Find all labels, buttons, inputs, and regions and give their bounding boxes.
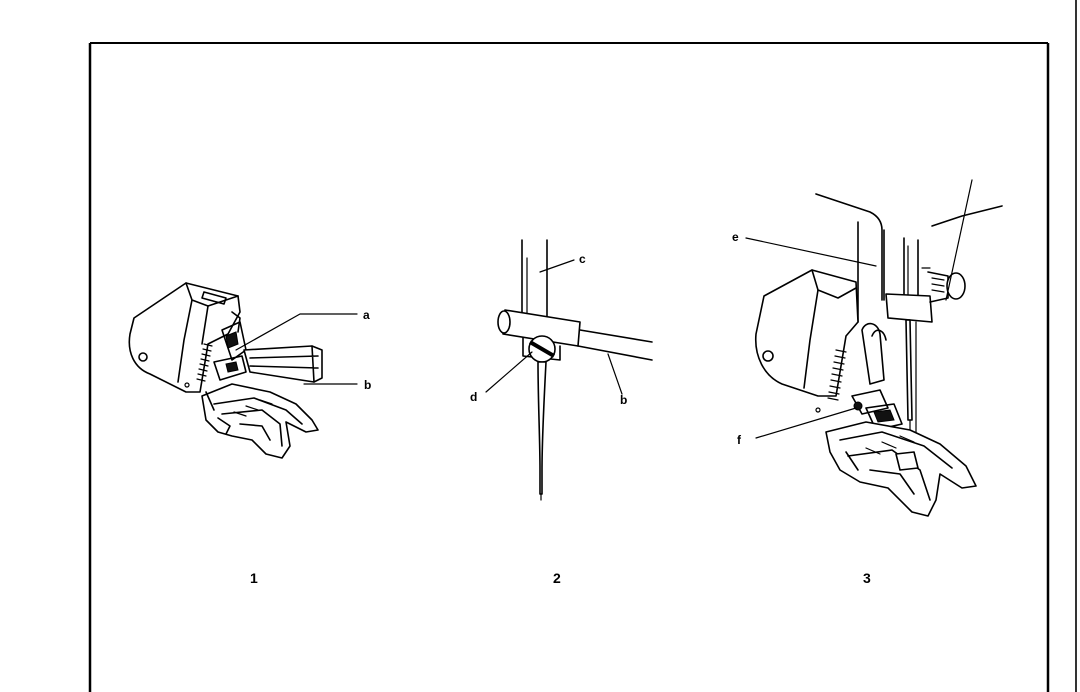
page-frame [88,0,1077,692]
label-e-fig3: e [732,230,739,244]
label-b-fig1: b [364,378,371,392]
figure-number-1: 1 [250,570,258,586]
figure-number-2: 2 [553,570,561,586]
label-f-fig3: f [737,433,742,447]
label-c-fig2: c [579,252,586,266]
label-d-fig2: d [470,390,477,404]
label-a-fig1: a [363,308,370,322]
figure-3-machine-with-foot [745,179,1003,517]
figure-number-3: 3 [863,570,871,586]
figure-1-presser-foot [128,282,358,459]
figure-2-needle-clamp [485,239,653,501]
label-b-fig2: b [620,393,627,407]
